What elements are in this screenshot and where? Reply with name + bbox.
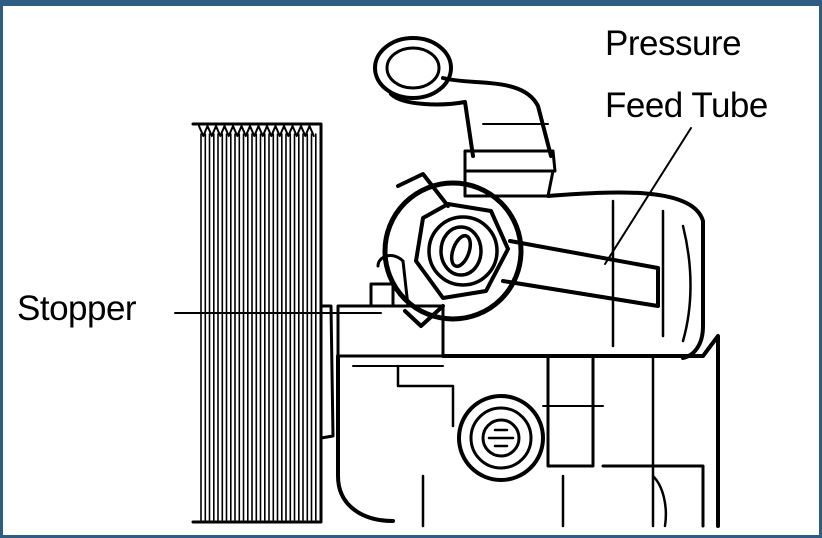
inlet-elbow	[373, 36, 557, 173]
pressure-feed-tube-label-line-2: Feed Tube	[605, 86, 768, 125]
pressure-feed-tube-label-line-1: Pressure	[605, 24, 742, 63]
wrench	[382, 172, 660, 328]
lower-union-bolt	[457, 394, 545, 482]
pulley-rib-crown	[198, 123, 315, 137]
power-steering-pump-diagram	[174, 36, 720, 528]
pulley-ribs	[198, 123, 317, 521]
pressure-feed-tube-leader-line	[604, 127, 692, 265]
pump-body	[336, 169, 720, 528]
stopper-label: Stopper	[17, 289, 137, 328]
pulley	[191, 122, 335, 524]
union-nut	[414, 202, 510, 300]
